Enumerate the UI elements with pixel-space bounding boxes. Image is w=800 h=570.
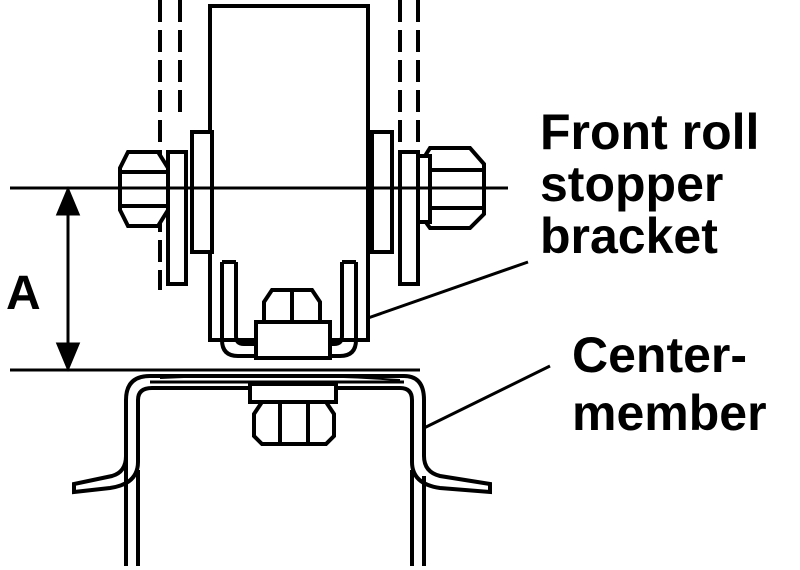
- center-label-line-1: Center-: [572, 327, 748, 383]
- center-member-label: Center- member: [572, 326, 767, 442]
- center-label-line-2: member: [572, 385, 767, 441]
- dimension-label-a: A: [6, 267, 41, 320]
- bracket-nut: [256, 290, 330, 358]
- bracket-label-line-2: stopper: [540, 156, 724, 212]
- right-nut: [418, 148, 484, 228]
- dimension-arrow: [58, 190, 78, 368]
- mount-outline-dashed: [160, 0, 418, 290]
- bottom-bolt: [250, 384, 336, 444]
- bracket-leader-line: [368, 262, 528, 318]
- front-roll-stopper-bracket-label: Front roll stopper bracket: [540, 106, 759, 262]
- left-plate: [168, 132, 212, 284]
- bracket-label-line-3: bracket: [540, 208, 718, 264]
- center-member-leader-line: [424, 366, 550, 428]
- bracket-label-line-1: Front roll: [540, 104, 760, 160]
- right-plate: [372, 132, 418, 284]
